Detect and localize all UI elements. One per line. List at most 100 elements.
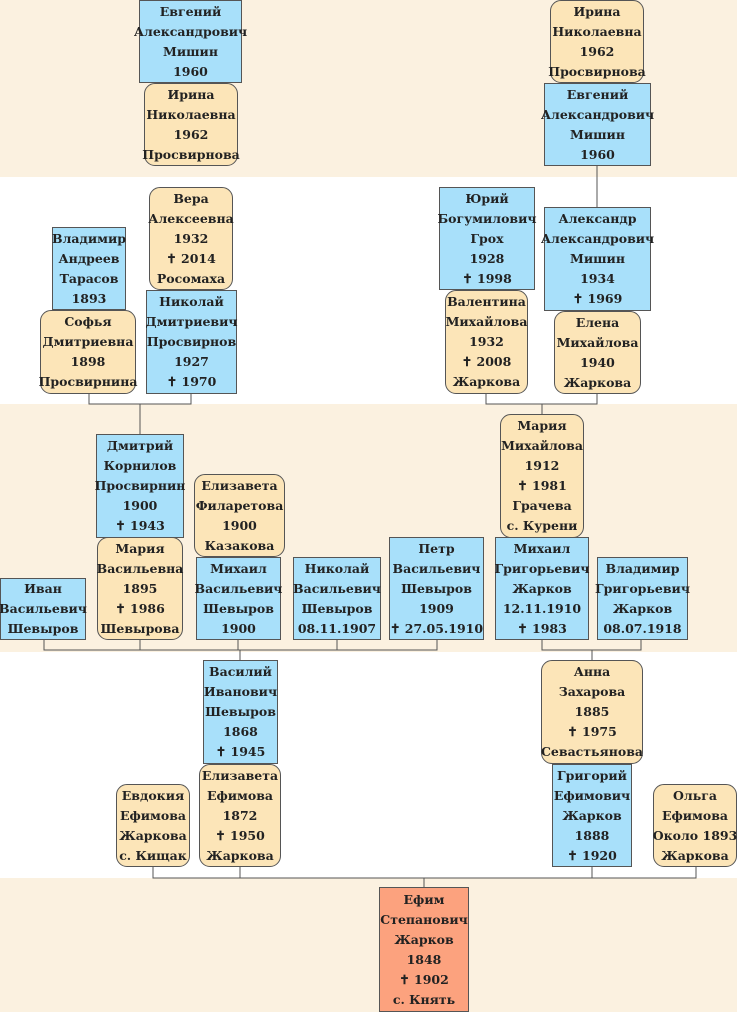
person-text-line: Иван	[24, 581, 62, 596]
person-text-line: Ефимова	[206, 787, 274, 803]
person-text-line: Владимир	[605, 560, 680, 576]
person-text-line: Росомаха	[156, 270, 226, 286]
person-text-line: 1872	[222, 807, 258, 823]
person-text-line: Ольга	[673, 787, 717, 803]
person-text-line: 1900	[221, 620, 256, 636]
person-text-line: Просвирнова	[548, 63, 646, 79]
person-text-line: ✝ 2014	[166, 250, 216, 266]
person-text-line: Жаркова	[563, 374, 632, 390]
person-text-line: 1962	[173, 126, 209, 142]
person-text-line: Грачева	[512, 498, 572, 513]
person-text-line: с. Княть	[392, 991, 456, 1007]
person-text-line: Михаил	[210, 560, 267, 576]
person-text-line: Ефим	[403, 891, 445, 907]
person-text-line: Ефимович	[553, 787, 631, 803]
person-text-line: 1960	[173, 63, 208, 79]
person-text-line: Мишин	[570, 251, 625, 266]
person-text-line: Николай	[159, 294, 224, 309]
person-text-line: 1932	[469, 334, 504, 349]
person-text-line: Григорий	[557, 767, 627, 783]
person-text-line: 1927	[174, 354, 209, 369]
person-text-line: ✝ 1986	[115, 600, 165, 616]
person-text-line: Казакова	[204, 537, 275, 553]
person-text-line: Васильевич	[293, 580, 381, 596]
person-text-line: Евгений	[159, 3, 222, 19]
person-text-line: 12.11.1910	[502, 600, 582, 616]
generation-band-5	[0, 878, 737, 1012]
person-text-line: Дмитрий	[106, 438, 174, 453]
person-text-line: ✝ 1983	[517, 620, 567, 636]
person-text-line: 1868	[223, 724, 258, 739]
person-text-line: Захарова	[558, 684, 626, 699]
person-text-line: ✝ 1975	[567, 724, 617, 739]
person-text-line: ✝ 1981	[517, 478, 567, 493]
person-text-line: Шевыров	[203, 600, 274, 616]
person-text-line: ✝ 1943	[115, 518, 165, 533]
person-text-line: Васильевич	[194, 580, 283, 596]
person-text-line: ✝ 2008	[461, 354, 512, 369]
person-text-line: Просвирнов	[146, 334, 237, 349]
person-text-line: Вера	[173, 190, 209, 206]
person-text-line: Александрович	[540, 231, 655, 246]
person-text-line: Шевыров	[401, 580, 472, 596]
person-text-line: Степанович	[380, 911, 468, 927]
person-text-line: Евгений	[566, 86, 629, 102]
person-text-line: Просвирнин	[94, 478, 186, 493]
person-text-line: Григорьевич	[494, 560, 590, 576]
person-text-line: Михайлова	[501, 438, 583, 453]
person-text-line: Алексеевна	[148, 210, 234, 226]
person-text-line: Жарков	[562, 807, 622, 823]
person-text-line: с. Курени	[506, 518, 578, 533]
person-text-line: 1940	[580, 354, 615, 370]
person-text-line: ✝ 1945	[215, 744, 266, 759]
person-text-line: Дмитриевич	[145, 314, 238, 329]
person-text-line: Николаевна	[552, 23, 642, 39]
person-text-line: Филаретова	[195, 497, 284, 513]
person-text-line: 1893	[71, 290, 107, 306]
person-text-line: Михайлова	[556, 334, 639, 350]
person-text-line: Мария	[115, 540, 165, 556]
person-text-line: 1928	[469, 250, 505, 266]
person-text-line: Севастьянова	[540, 744, 644, 759]
person-text-line: 1960	[580, 146, 615, 162]
person-text-line: ✝ 1902	[399, 971, 449, 987]
person-text-line: Васильевич	[392, 560, 481, 576]
person-text-line: Андреев	[58, 250, 120, 266]
person-text-line: Александрович	[540, 106, 655, 122]
person-text-line: Николаевна	[146, 106, 236, 122]
person-text-line: 1888	[574, 827, 610, 843]
person-text-line: Шевыров	[205, 704, 276, 719]
person-text-line: Жаркова	[206, 847, 274, 863]
person-text-line: Мишин	[163, 43, 218, 59]
person-text-line: 1934	[580, 271, 615, 286]
